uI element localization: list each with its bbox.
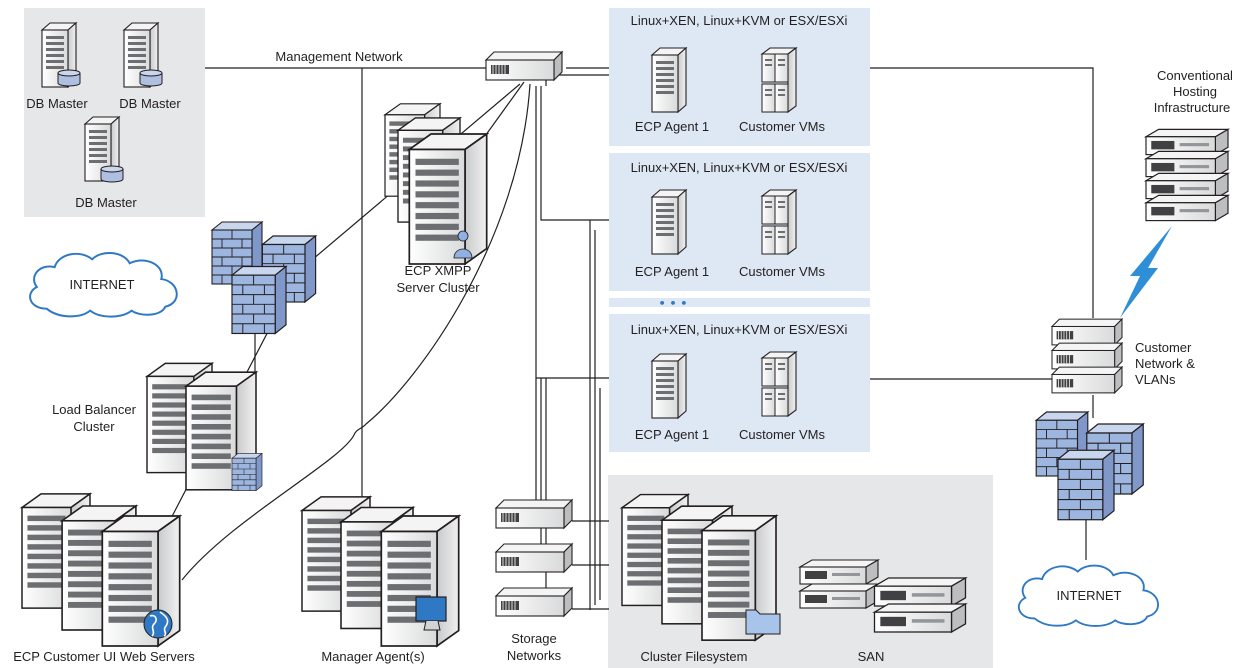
management-network-label: Management Network <box>275 49 403 64</box>
customer-vms-label-3: Customer VMs <box>739 427 825 442</box>
storage-switch-1 <box>495 499 573 529</box>
db-master-label-1: DB Master <box>26 96 88 111</box>
cluster-filesystem-label: Cluster Filesystem <box>641 649 748 664</box>
database-icon-3 <box>100 165 124 183</box>
web-servers-label: ECP Customer UI Web Servers <box>13 649 195 664</box>
storage-networks-label-line-1: Storage <box>511 631 557 646</box>
customer-network-label-line-3: VLANs <box>1135 372 1176 387</box>
customer-vms-icon-3 <box>761 351 797 417</box>
monitor-icon <box>415 596 447 631</box>
storage-networks-label-line-2: Networks <box>507 648 562 663</box>
ecp-agent-server-1 <box>651 47 687 113</box>
user-icon <box>453 230 473 259</box>
load-balancer-label-line-1: Load Balancer <box>52 402 137 417</box>
globe-icon <box>143 609 173 639</box>
load-balancer-label-line-2: Cluster <box>73 419 115 434</box>
customer-network-switch-2 <box>1051 342 1123 370</box>
firewall-right-3 <box>1057 449 1115 521</box>
xmpp-server-3 <box>408 133 488 265</box>
storage-switch-2 <box>495 543 573 573</box>
wireless-link-icon <box>1120 226 1172 318</box>
hypervisor-title-3: Linux+XEN, Linux+KVM or ESX/ESXi <box>631 322 848 337</box>
database-icon-2 <box>139 69 163 87</box>
customer-network-switch-1 <box>1051 318 1123 346</box>
folder-icon <box>745 609 781 635</box>
customer-network-switch-3 <box>1051 366 1123 394</box>
ecp-agent-label-2: ECP Agent 1 <box>635 264 709 279</box>
database-icon-1 <box>57 69 81 87</box>
internet-label-right: INTERNET <box>1057 588 1122 603</box>
manager-server-3 <box>380 515 460 647</box>
ellipsis-label: • • • <box>659 297 688 310</box>
customer-vms-label-1: Customer VMs <box>739 119 825 134</box>
internet-label-left: INTERNET <box>70 277 135 292</box>
san-unit-3 <box>873 577 967 607</box>
management-switch <box>485 51 563 81</box>
manager-agents-label: Manager Agent(s) <box>321 649 424 664</box>
customer-network-label-line-2: Network & <box>1135 356 1195 371</box>
customer-vms-icon-1 <box>761 47 797 113</box>
ecp-agent-server-3 <box>651 353 687 419</box>
firewall-left-3 <box>231 265 287 335</box>
conventional-hosting-label-line-3: Infrastructure <box>1154 100 1231 115</box>
xmpp-label-line-1: ECP XMPP <box>405 263 472 278</box>
hypervisor-title-2: Linux+XEN, Linux+KVM or ESX/ESXi <box>631 160 848 175</box>
san-unit-2 <box>799 583 879 609</box>
db-master-label-2: DB Master <box>119 96 181 111</box>
ecp-agent-label-3: ECP Agent 1 <box>635 427 709 442</box>
san-unit-4 <box>873 603 967 633</box>
san-unit-1 <box>799 559 879 585</box>
san-label: SAN <box>858 649 885 664</box>
customer-vms-icon-2 <box>761 189 797 255</box>
ellipsis-band <box>609 298 870 307</box>
ecp-agent-label-1: ECP Agent 1 <box>635 119 709 134</box>
conventional-hosting-label-line-1: Conventional <box>1157 68 1233 83</box>
storage-switch-3 <box>495 587 573 617</box>
xmpp-label-line-2: Server Cluster <box>396 280 480 295</box>
hypervisor-title-1: Linux+XEN, Linux+KVM or ESX/ESXi <box>631 13 848 28</box>
load-balancer-firewall <box>231 453 263 491</box>
ecp-agent-server-2 <box>651 189 687 255</box>
conventional-hosting-label-line-2: Hosting <box>1173 84 1217 99</box>
customer-network-label-line-1: Customer <box>1135 340 1192 355</box>
hosting-rack-unit-4 <box>1145 194 1229 222</box>
db-master-label-3: DB Master <box>75 195 137 210</box>
customer-vms-label-2: Customer VMs <box>739 264 825 279</box>
